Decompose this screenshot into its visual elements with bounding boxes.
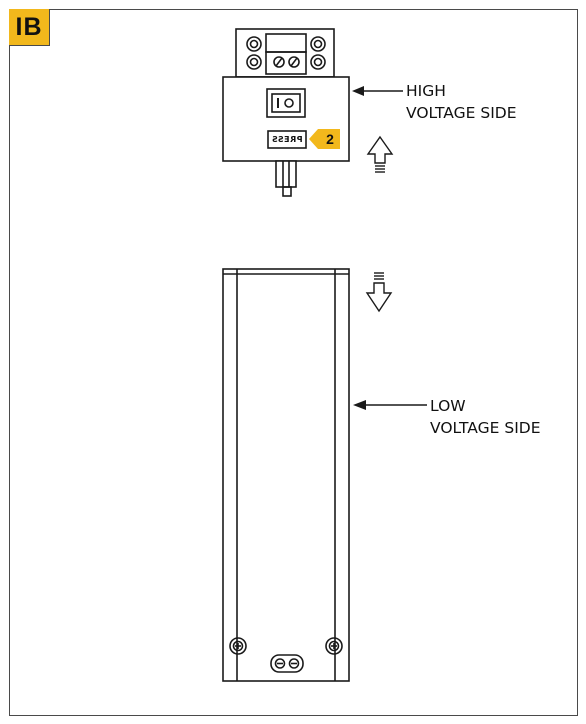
- press-label: PRESS: [271, 135, 303, 144]
- plug-prongs-icon: [275, 160, 297, 197]
- high-voltage-callout-arrow: [352, 86, 403, 96]
- high-voltage-label-line2: VOLTAGE SIDE: [406, 104, 517, 122]
- step-marker: [309, 129, 340, 149]
- screw-terminal-icon: [235, 28, 335, 78]
- figure-frame: [9, 9, 578, 716]
- high-voltage-label-line1: HIGH: [406, 82, 446, 100]
- low-voltage-callout-arrow: [353, 400, 427, 410]
- low-voltage-label-line2: VOLTAGE SIDE: [430, 419, 541, 437]
- low-voltage-unit: [222, 268, 350, 682]
- high-voltage-unit: [222, 28, 350, 197]
- low-voltage-label: LOW VOLTAGE SIDE: [430, 395, 541, 439]
- socket-icon: [270, 654, 304, 673]
- up-arrow-icon: [366, 135, 394, 173]
- press-button: [267, 130, 307, 149]
- step-badge: IB: [9, 9, 50, 46]
- rocker-switch-icon: [266, 88, 306, 118]
- high-voltage-label: HIGH VOLTAGE SIDE: [406, 80, 517, 124]
- screw-icon: [325, 637, 343, 655]
- low-voltage-label-line1: LOW: [430, 397, 466, 415]
- down-arrow-icon: [365, 272, 393, 313]
- step-marker-number: 2: [326, 131, 334, 147]
- screw-icon: [229, 637, 247, 655]
